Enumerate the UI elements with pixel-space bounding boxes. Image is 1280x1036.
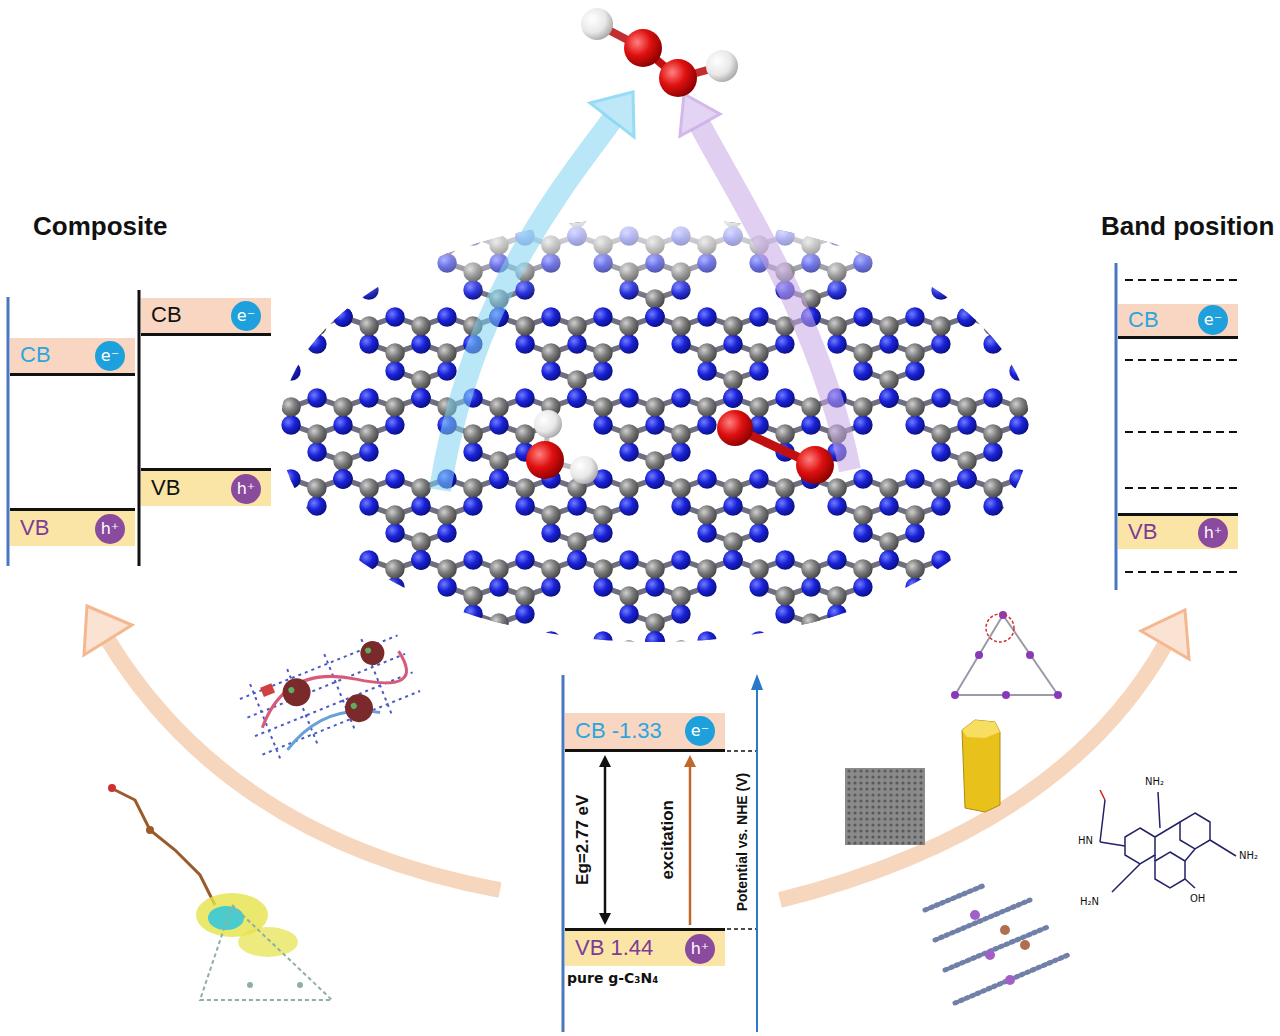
heptazine-unit — [879, 550, 1055, 651]
strategy-arrow — [780, 645, 1165, 900]
cocatalyst-sheet — [236, 626, 424, 764]
chemical-structure — [1100, 790, 1236, 892]
chemical-group: OH — [1190, 893, 1205, 905]
excitation-arrow — [684, 755, 696, 925]
reaction-arrowhead — [590, 92, 634, 137]
water-molecule — [526, 410, 598, 484]
band-label: VB 1.44 — [575, 936, 653, 960]
strategy-arrowhead — [1141, 610, 1189, 659]
valence-band: VB h⁺ — [1118, 513, 1238, 549]
sheet-fade — [270, 210, 1040, 300]
carrier-symbol: e⁻ — [1198, 305, 1228, 335]
band-label: VB — [151, 476, 180, 500]
heptazine-unit — [957, 307, 1133, 408]
potential-axis — [756, 688, 758, 1032]
heptazine-unit — [801, 631, 977, 732]
valence-band: VB 1.44 h⁺ — [565, 928, 725, 966]
heptazine-unit — [99, 550, 275, 651]
carrier-symbol: h⁺ — [231, 474, 261, 504]
band-label: CB — [20, 343, 51, 367]
carrier-symbol: e⁻ — [95, 341, 125, 371]
dye-molecule — [108, 784, 332, 1000]
reaction-arrow — [440, 120, 612, 490]
carrier-symbol: e⁻ — [685, 716, 715, 746]
band-label: CB -1.33 — [575, 719, 662, 743]
carrier-symbol: h⁺ — [1198, 518, 1228, 548]
strategy-arrow — [108, 640, 500, 890]
heptazine-unit — [177, 145, 353, 246]
reaction-arrow — [700, 125, 850, 470]
arrow-label: Eg=2.77 eV — [573, 795, 593, 885]
conduction-band: CB e⁻ — [1118, 304, 1238, 339]
heptazine-unit — [957, 469, 1133, 570]
microscopy-image — [845, 768, 925, 845]
chemical-group: NH₂ — [1145, 776, 1164, 788]
conduction-band: CB -1.33 e⁻ — [565, 713, 725, 752]
chemical-group: H₂N — [1080, 896, 1099, 908]
carrier-symbol: e⁻ — [231, 301, 261, 331]
heptazine-unit — [333, 145, 509, 246]
heptazine-unit — [1035, 388, 1211, 489]
axis-label: Potential vs. NHE (V) — [734, 773, 750, 911]
arrow-head — [684, 755, 696, 767]
arrow-shaft — [604, 767, 607, 913]
valence-band: VB h⁺ — [10, 508, 135, 546]
section-title: Band position — [1101, 212, 1274, 242]
level-guides — [727, 751, 756, 929]
section-title: Composite — [33, 212, 167, 242]
strategy-arrowhead — [84, 606, 132, 655]
conduction-band: CB e⁻ — [141, 298, 271, 336]
arrow-head — [599, 755, 611, 767]
oxygen-molecule — [717, 410, 834, 484]
chemical-group: HN — [1078, 835, 1093, 847]
heptazine-unit — [411, 550, 587, 651]
nanotube-prism — [962, 720, 1000, 812]
carrier-symbol: h⁺ — [95, 514, 125, 544]
heptazine-unit — [333, 631, 509, 732]
reaction-arrowhead — [680, 94, 720, 136]
carbon-nitride-sheet — [21, 145, 1280, 732]
heptazine-unit — [801, 145, 977, 246]
arrow-head — [599, 913, 611, 925]
material-label: pure g-C₃N₄ — [567, 970, 658, 986]
band-label: CB — [151, 303, 182, 327]
band-label: VB — [20, 516, 49, 540]
conduction-band: CB e⁻ — [10, 338, 135, 376]
band-gap-arrow — [599, 755, 611, 925]
potential-axis-head — [751, 674, 763, 690]
defect-structure — [951, 611, 1062, 699]
arrow-label: excitation — [657, 800, 677, 879]
valence-band: VB h⁺ — [141, 468, 271, 506]
carrier-symbol: h⁺ — [685, 934, 715, 964]
chemical-group: NH₂ — [1239, 850, 1258, 862]
intercalated-layers — [925, 885, 1068, 1003]
heptazine-unit — [255, 550, 431, 651]
arrow-shaft — [689, 767, 692, 925]
heptazine-unit — [1113, 469, 1280, 570]
band-label: VB — [1128, 520, 1157, 544]
heptazine-unit — [723, 550, 899, 651]
hydrogen-peroxide-molecule — [581, 8, 738, 97]
band-label: CB — [1128, 308, 1159, 332]
